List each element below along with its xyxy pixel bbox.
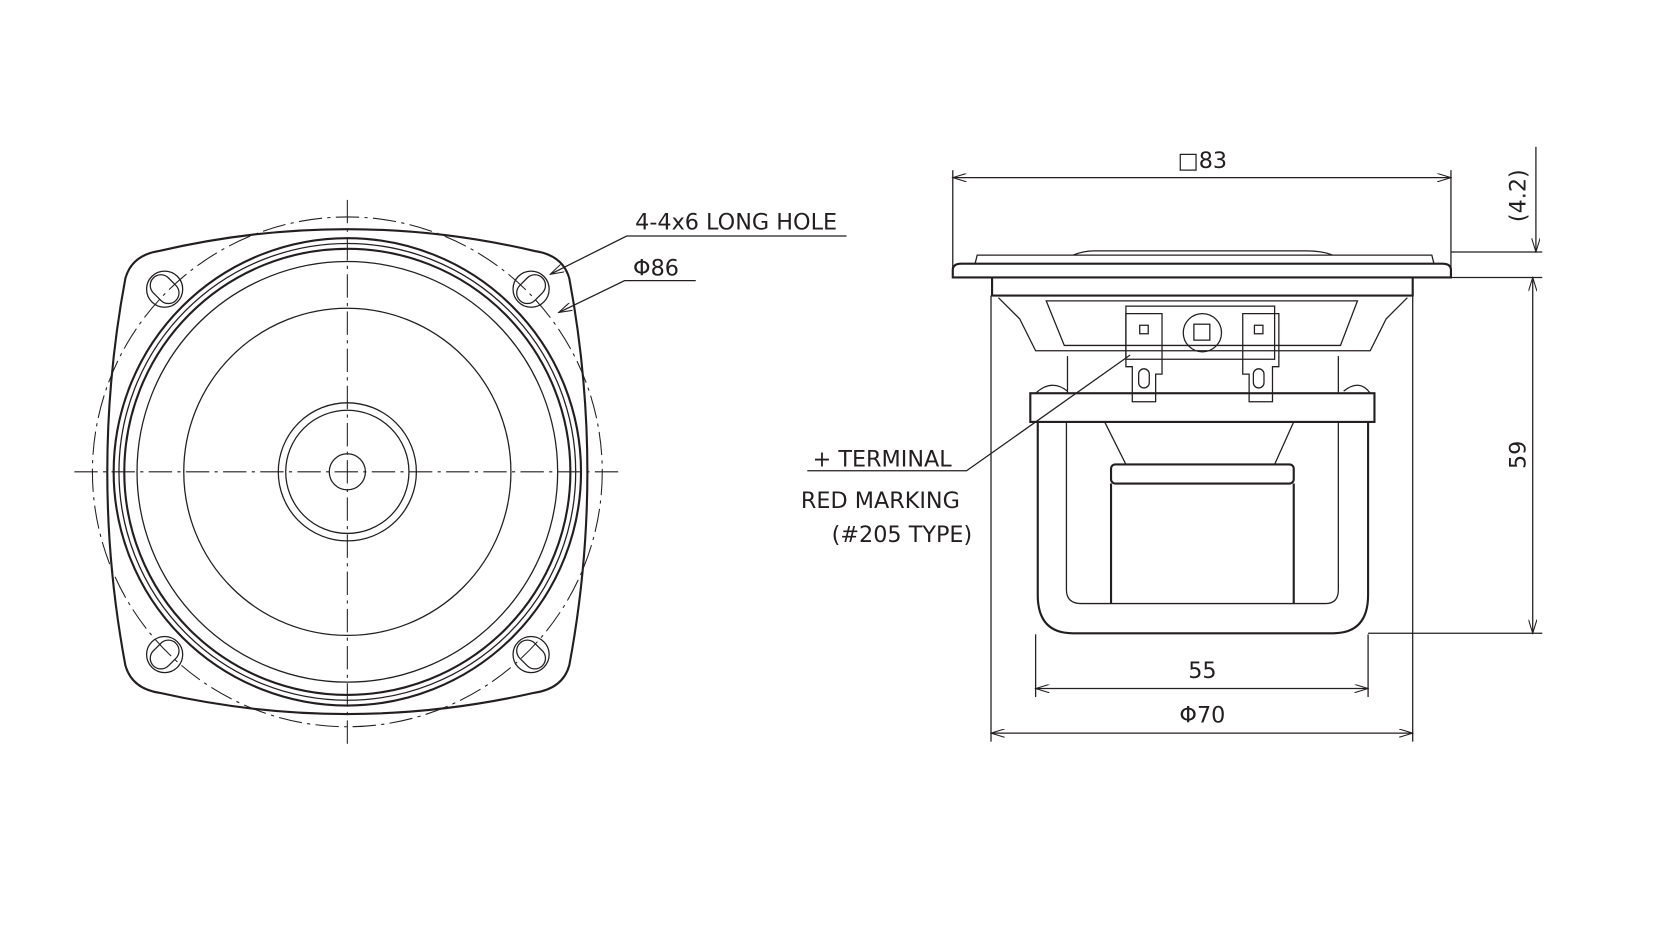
drawing-line [1253,324,1264,335]
drawing-line [974,250,1435,264]
drawing-line [512,270,550,308]
basket-rim [991,277,1414,297]
depth-label: 59 [1505,441,1531,469]
drawing-line [512,635,550,674]
top-plate [1029,392,1376,423]
terminal-label: + TERMINAL [813,447,953,473]
cone-edge [183,307,512,637]
drawing-line [145,270,184,308]
drawing-line [145,635,184,674]
pole-piece [1104,421,1295,466]
flange-label: (4.2) [1505,169,1531,222]
basket-label: Φ70 [1179,703,1225,729]
drawing-line [145,635,184,674]
marking-label: RED MARKING [801,488,960,514]
drawing-line [512,635,550,674]
drawing-line [1139,324,1149,335]
terminal-left [1125,312,1163,403]
mounting-holes [145,270,550,674]
width-label: □83 [1178,148,1227,174]
drawing-line [516,639,547,670]
drawing-line [149,274,180,305]
hole-label: 4-4x6 LONG HOLE [635,210,837,236]
drawing-line [149,639,180,670]
drawing-line [1066,356,1339,394]
front-view: 4-4x6 LONG HOLE Φ86 [74,199,847,746]
drawing-line [1193,323,1211,341]
yoke-outer [1036,421,1370,635]
drawing-line [1242,312,1280,403]
pcd-label: Φ86 [633,255,679,281]
magnet [1109,463,1295,485]
yoke-inner [1065,421,1339,605]
flange-side [951,262,1452,279]
drawing-line [1182,312,1223,353]
drawing-line [1125,312,1163,403]
magnet-label: 55 [1188,658,1216,684]
pcd-leader [559,280,696,313]
frame-flange [106,228,589,716]
hole-leader [550,235,847,274]
drawing-line [1109,483,1295,604]
terminal-leader [807,354,1131,472]
drawing-line [997,297,1408,352]
drawing-line [516,274,547,305]
basket-window [1045,300,1359,347]
drawing-line [1138,368,1150,389]
drawing-line [1035,384,1371,394]
drawing-line [1252,368,1265,389]
drawing-line [512,270,550,308]
drawing-line [145,270,184,308]
type-label: (#205 TYPE) [832,522,973,548]
terminal-right [1242,312,1280,403]
side-view: □83 (4.2) 59 55 Φ70 + TERMINAL RED MARKI… [801,146,1543,742]
